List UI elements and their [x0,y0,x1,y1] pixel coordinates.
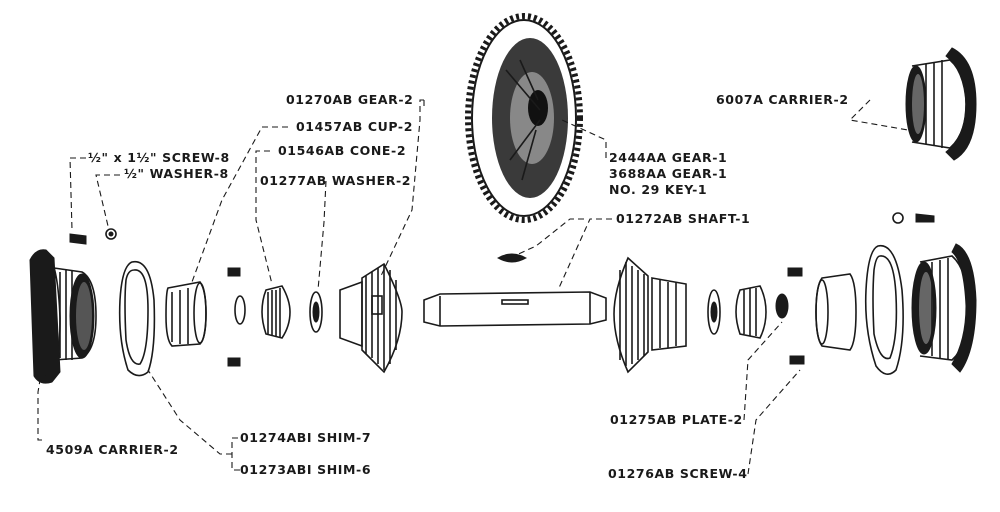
right-shim-drawing [864,245,904,375]
right-screws-drawing [787,212,935,365]
label-washer-8: ½" WASHER-8 [124,166,229,181]
key-drawing [496,253,528,263]
label-cup-2: 01457AB CUP-2 [296,119,413,134]
left-shim-drawing [118,260,156,377]
label-shim-7: 01274ABI SHIM-7 [240,430,371,445]
left-cup-drawing [165,281,207,347]
right-bevel-gear-drawing [613,256,687,374]
right-cup-drawing [815,273,857,351]
top-carrier-drawing [905,47,977,161]
label-screw-8: ½" x 1½" SCREW-8 [88,150,230,165]
label-carrier-4509: 4509A CARRIER-2 [46,442,179,457]
leader-lines [37,99,909,475]
label-gear-2444: 2444AA GEAR-1 [609,150,727,165]
left-cone-drawing [234,285,323,339]
label-key-1: NO. 29 KEY-1 [609,182,707,197]
label-shaft-1: 01272AB SHAFT-1 [616,211,750,226]
label-plate-2: 01275AB PLATE-2 [610,412,743,427]
label-screw-4: 01276AB SCREW-4 [608,466,748,481]
left-bevel-gear-drawing [339,262,403,374]
right-carrier-drawing [911,243,977,373]
label-shim-6: 01273ABI SHIM-6 [240,462,371,477]
label-gear-3688: 3688AA GEAR-1 [609,166,727,181]
ring-gear-drawing [465,13,583,223]
label-cone-2: 01546AB CONE-2 [278,143,406,158]
left-screws-drawing [69,228,241,367]
shaft-drawing [423,291,607,327]
label-carrier-6007: 6007A CARRIER-2 [716,92,849,107]
label-gear-2: 01270AB GEAR-2 [286,92,413,107]
label-washer-2: 01277AB WASHER-2 [260,173,411,188]
right-cone-drawing [707,285,789,339]
left-carrier-drawing [29,249,97,384]
